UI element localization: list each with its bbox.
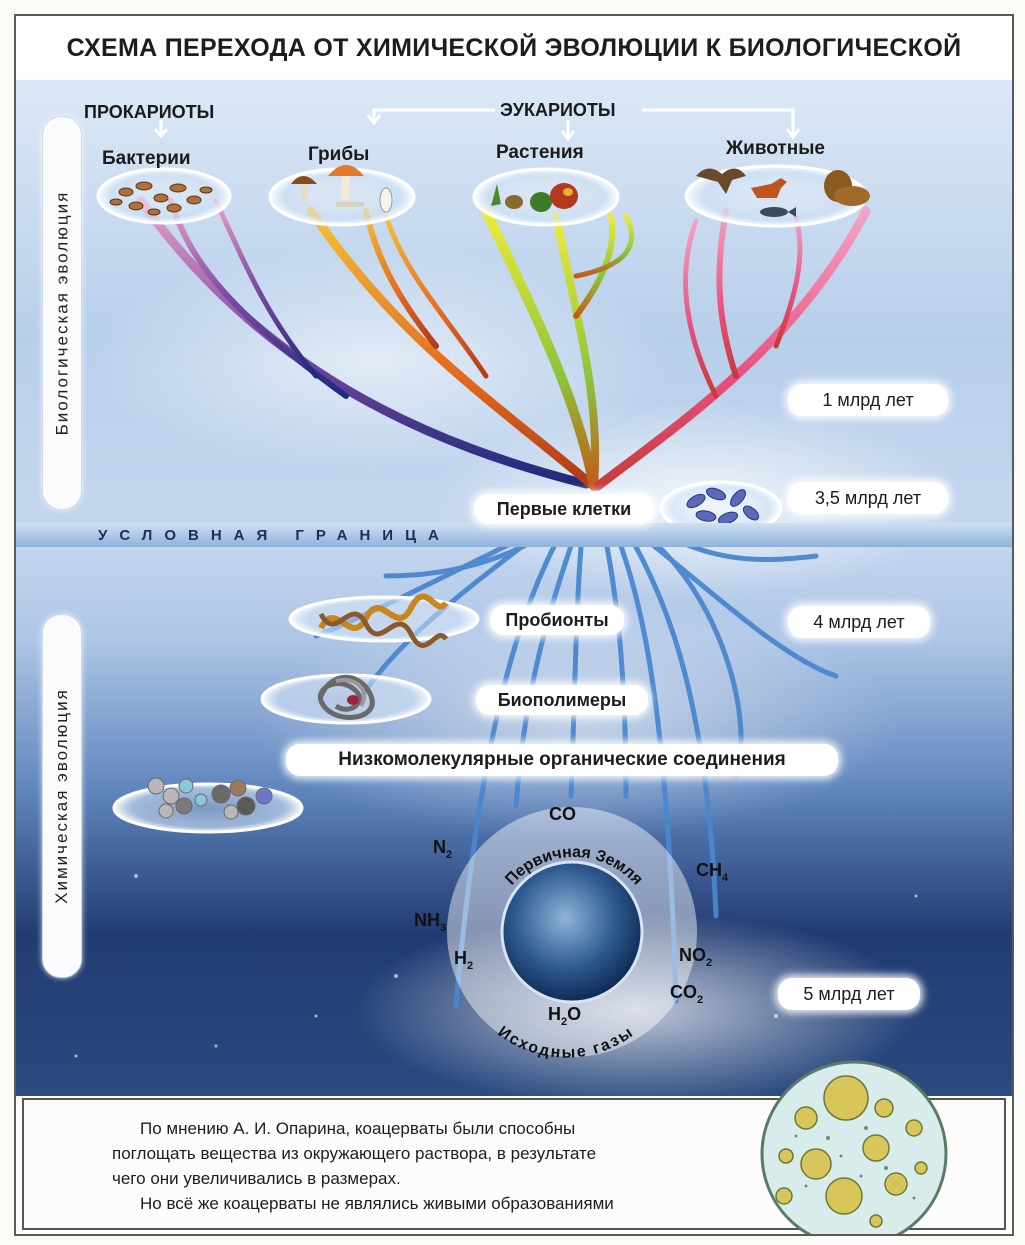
time-1-billion: 1 млрд лет [788, 384, 948, 416]
chemical-evolution-label: Химическая эволюция [42, 614, 82, 978]
gas-nh3: NH3 [414, 910, 446, 934]
plants-branch [481, 206, 634, 491]
gas-h2o: H2O [548, 1004, 581, 1028]
kingdom-fungi: Грибы [308, 144, 370, 165]
stage-low-molecular: Низкомолекулярные органические соединени… [286, 744, 838, 776]
biological-evolution-label: Биологическая эволюция [42, 116, 82, 510]
gas-ch4: CH4 [696, 860, 729, 884]
kingdom-bacteria: Бактерии [102, 148, 191, 169]
stage-probionts: Пробионты [490, 605, 624, 635]
stage-biopolymers: Биополимеры [476, 685, 648, 715]
note-line-1: По мнению А. И. Опарина, коацерваты были… [140, 1119, 576, 1138]
gas-no2: NO2 [679, 945, 712, 969]
eukaryotes-header: ЭУКАРИОТЫ [500, 100, 616, 120]
fungi-disc [268, 165, 416, 227]
gas-co2: CO2 [670, 982, 703, 1006]
gas-n2: N2 [433, 837, 452, 861]
plants-disc [472, 167, 620, 227]
animals-branch [593, 206, 871, 491]
oparin-note: По мнению А. И. Опарина, коацерваты были… [112, 1116, 614, 1216]
note-line-4: Но всё же коацерваты не являлись живыми … [140, 1194, 614, 1213]
probionts-disc [288, 593, 480, 648]
gas-h2: H2 [454, 948, 473, 972]
gas-co: CO [549, 804, 576, 824]
time-5-billion: 5 млрд лет [778, 978, 920, 1010]
time-4-billion: 4 млрд лет [788, 606, 930, 638]
primordial-earth [74, 807, 918, 1068]
kingdom-plants: Растения [496, 142, 584, 163]
bacteria-disc [96, 167, 232, 225]
animals-disc [684, 164, 870, 228]
time-3-5-billion: 3,5 млрд лет [788, 482, 948, 514]
header-arrows [153, 108, 801, 142]
diagram-frame: СХЕМА ПЕРЕХОДА ОТ ХИМИЧЕСКОЙ ЭВОЛЮЦИИ К … [14, 14, 1014, 1236]
bacteria-branch [136, 196, 591, 489]
note-line-2: поглощать вещества из окружающего раство… [112, 1144, 597, 1163]
diagram-title: СХЕМА ПЕРЕХОДА ОТ ХИМИЧЕСКОЙ ЭВОЛЮЦИИ К … [16, 16, 1012, 81]
coacervate-overlay [760, 1060, 948, 1234]
biopolymers-disc [260, 673, 432, 725]
fungi-branch [306, 206, 596, 489]
molecules-disc [112, 777, 304, 834]
stage-first-cells: Первые клетки [474, 494, 654, 524]
note-line-3: чего они увеличивались в размерах. [112, 1169, 401, 1188]
kingdom-animals: Животные [726, 138, 825, 159]
conventional-boundary: УСЛОВНАЯ ГРАНИЦА [16, 523, 1012, 547]
prokaryotes-header: ПРОКАРИОТЫ [84, 102, 215, 122]
